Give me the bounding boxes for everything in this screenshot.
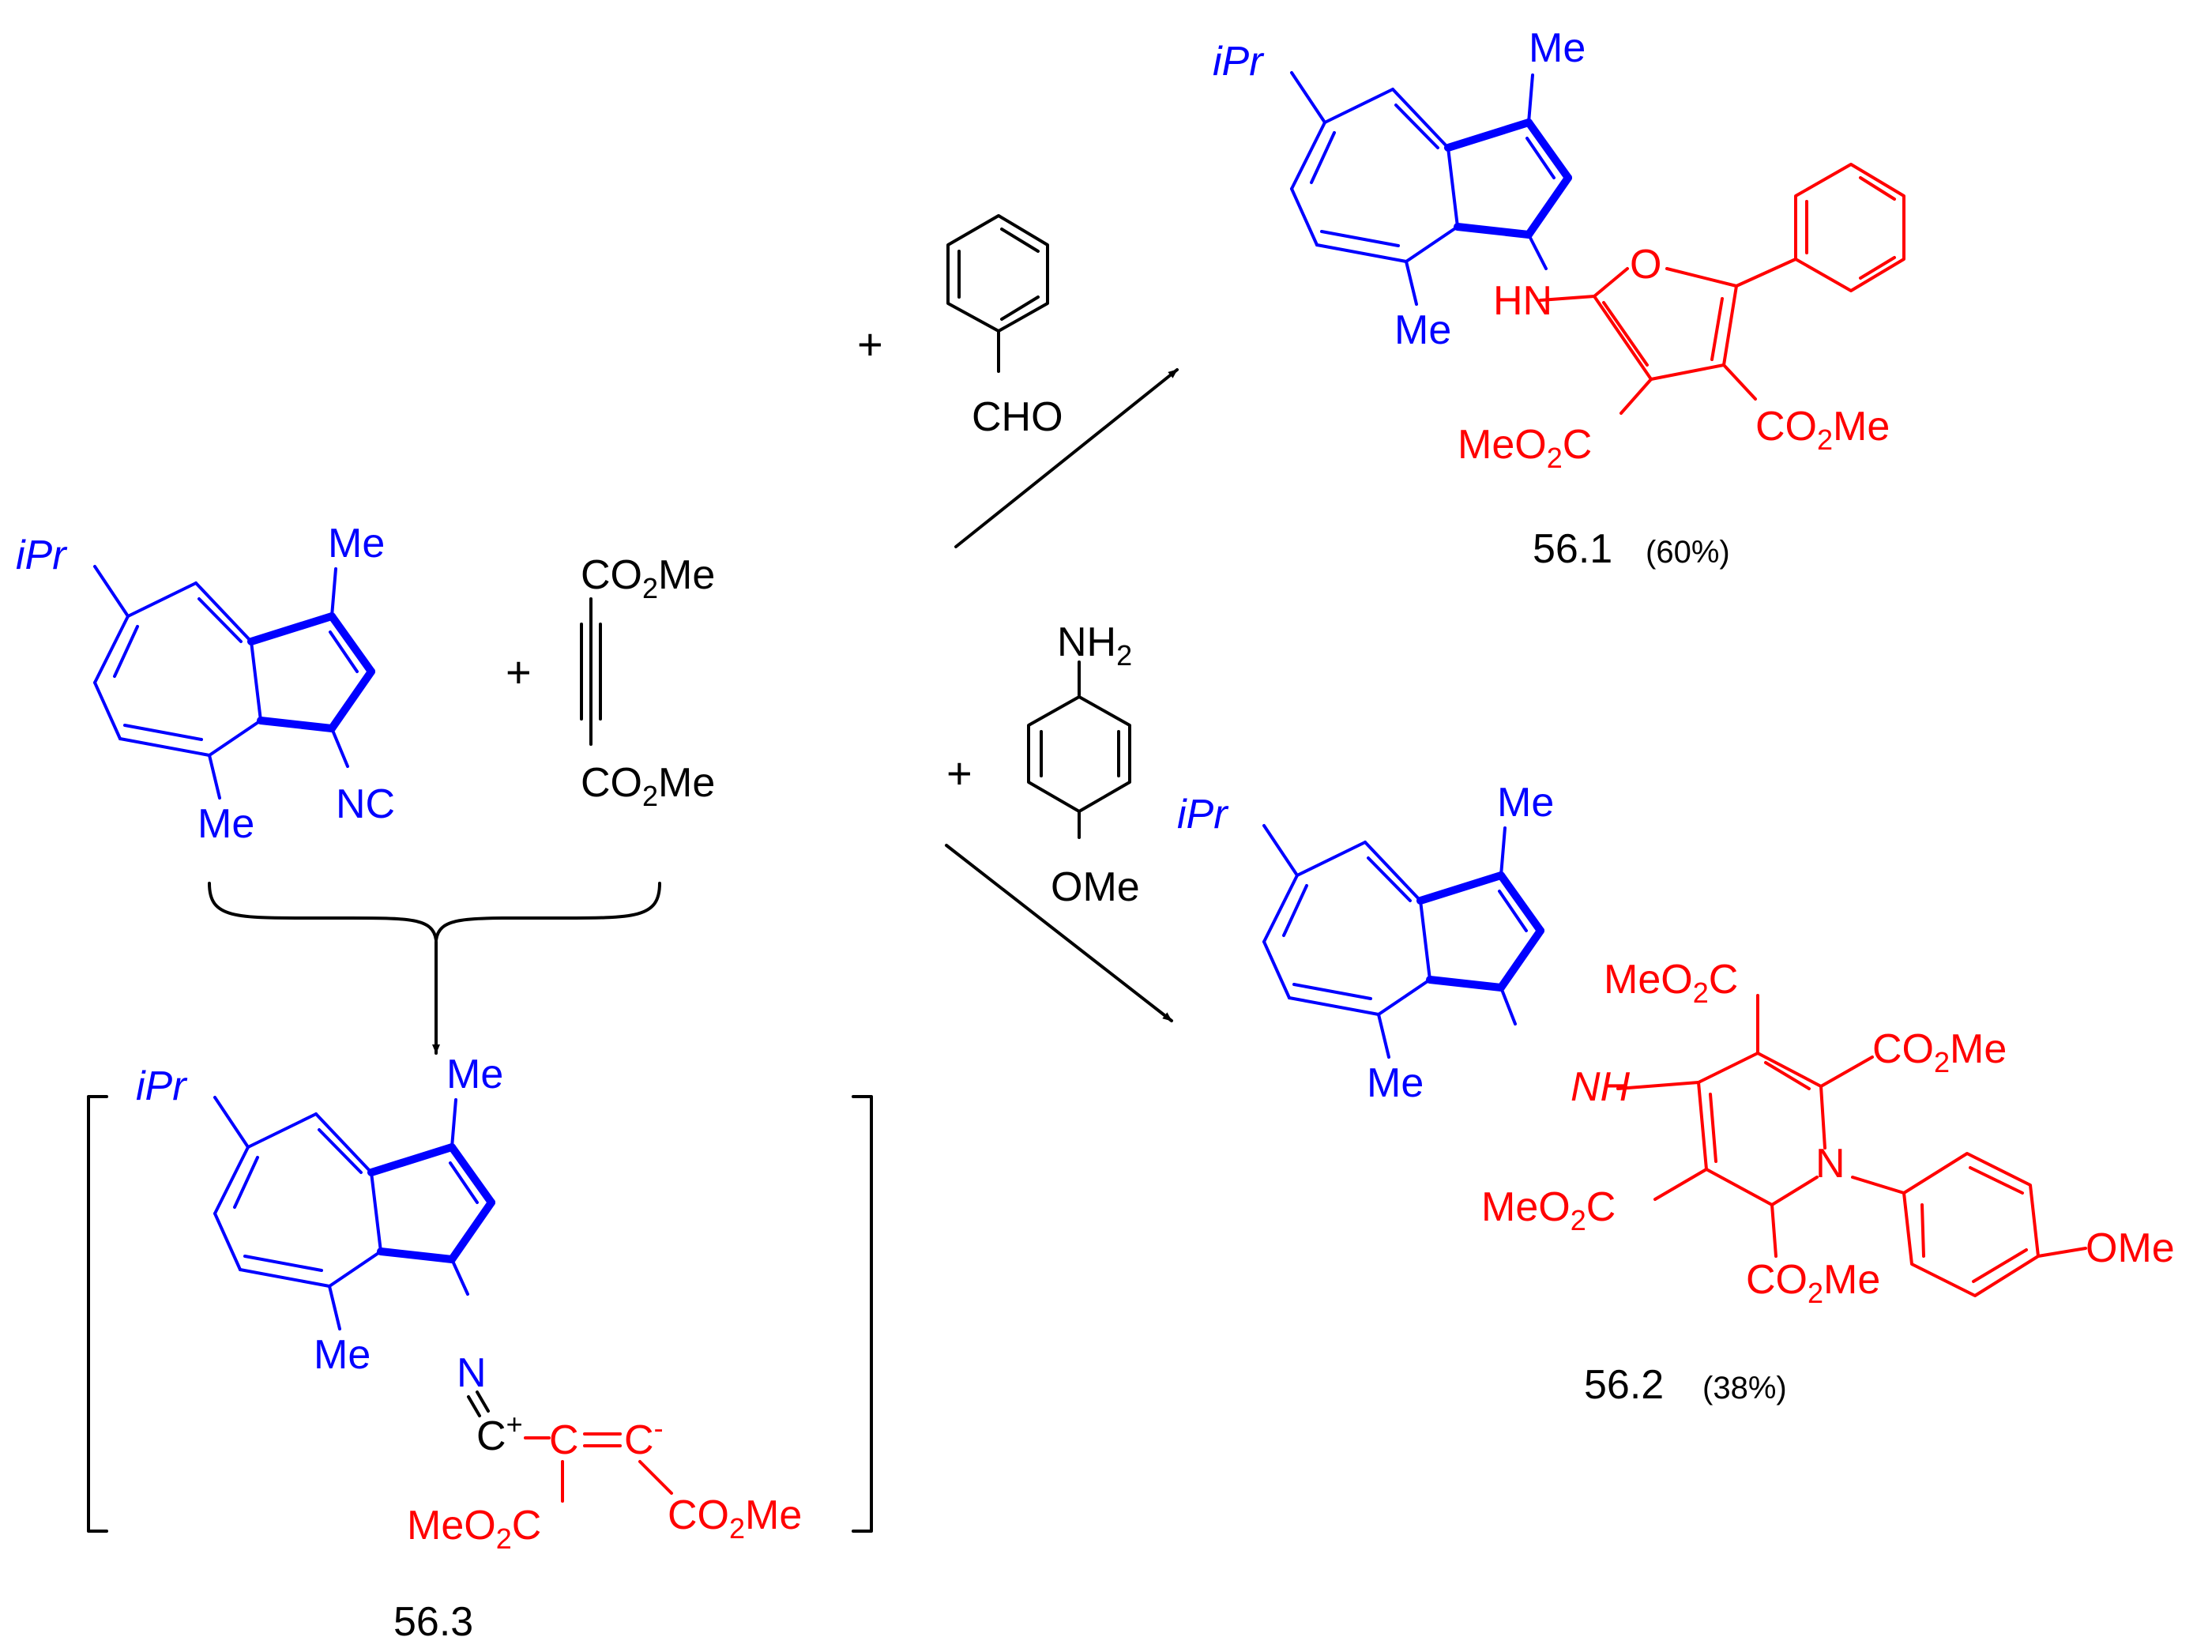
nh2-label: NH2: [1057, 619, 1132, 672]
hn-label: HN: [1493, 278, 1552, 324]
svg-text:iPr: iPr: [1177, 792, 1229, 837]
intermediate-azulene: iPr Me Me: [136, 1052, 503, 1378]
svg-text:Me: Me: [1394, 307, 1451, 353]
product1-ester-right: CO2Me: [1755, 404, 1890, 456]
svg-text:Me: Me: [1497, 780, 1554, 826]
intermediate-id: 56.3: [393, 1599, 473, 1645]
vinyl-c1-label: C: [549, 1417, 579, 1463]
product1-azulene: iPr Me Me: [1213, 25, 1586, 353]
svg-text:Me: Me: [1367, 1060, 1424, 1106]
intermediate-ester-left: MeO2C: [407, 1503, 541, 1555]
ome-label-reagent: OMe: [1051, 864, 1140, 910]
cho-label: CHO: [972, 394, 1063, 440]
intermediate-n-label: N: [457, 1350, 487, 1396]
bracket-right: [852, 1095, 873, 1533]
plus-sign-aniline: +: [946, 748, 972, 798]
product2-ester-right-top: CO2Me: [1872, 1026, 2007, 1078]
intermediate-ester-right: CO2Me: [668, 1492, 802, 1545]
product1-yield: (60%): [1646, 535, 1730, 570]
plus-sign-1: +: [506, 647, 532, 697]
product1-id: 56.1: [1533, 526, 1612, 572]
dihydropyridine-ring: [1616, 994, 2087, 1297]
svg-text:Me: Me: [1529, 25, 1586, 71]
product2-ester-bottom: CO2Me: [1746, 1257, 1880, 1309]
p-anisidine: NH2 OMe: [1027, 619, 1140, 910]
isocyanide-label: NC: [336, 781, 395, 827]
product2-ester-top: MeO2C: [1604, 957, 1738, 1009]
nh-label: NH: [1571, 1064, 1631, 1110]
furan-ring: [1539, 163, 1905, 415]
alkyne-ester-bottom: CO2Me: [581, 760, 715, 812]
arrow-to-product2: [945, 844, 1173, 1022]
product-56-1: iPr Me Me HN O MeO2C CO2Me 56.1 (60%): [1213, 25, 1905, 572]
combine-brace: [208, 882, 661, 1055]
product2-ome-label: OMe: [2086, 1225, 2175, 1271]
plus-sign-aldehyde: +: [857, 319, 883, 369]
furan-o-label: O: [1630, 242, 1661, 288]
azulene-isocyanide-reactant: iPr Me Me NC: [16, 521, 395, 847]
product2-id: 56.2: [1584, 1362, 1664, 1408]
product-56-2: iPr Me Me NH N MeO2C CO2: [1177, 780, 2175, 1408]
intermediate-56-3: iPr Me Me N C+ C C- MeO2C CO2Me 56.3: [87, 1052, 873, 1645]
product2-azulene: iPr Me Me: [1177, 780, 1554, 1106]
bracket-left: [87, 1095, 108, 1533]
svg-text:iPr: iPr: [136, 1063, 188, 1109]
product2-ester-left: MeO2C: [1481, 1184, 1616, 1236]
svg-text:iPr: iPr: [1213, 39, 1265, 85]
ring-n-label: N: [1815, 1141, 1845, 1187]
svg-text:Me: Me: [446, 1052, 503, 1097]
vinyl-c2-label: C-: [624, 1412, 664, 1463]
methyl-bottom-label: Me: [198, 801, 254, 847]
ipr-label: iPr: [16, 532, 68, 578]
product1-ester-left: MeO2C: [1458, 422, 1592, 474]
svg-text:Me: Me: [314, 1332, 371, 1378]
benzaldehyde: CHO: [946, 214, 1063, 440]
dmad-alkyne: CO2Me CO2Me: [580, 552, 715, 812]
alkyne-ester-top: CO2Me: [581, 552, 715, 604]
azulene-skeleton: [93, 565, 375, 800]
arrow-to-product1: [954, 368, 1179, 548]
product2-yield: (38%): [1702, 1371, 1787, 1406]
methyl-top-label: Me: [328, 521, 385, 566]
carbocation-label: C+: [476, 1408, 523, 1459]
